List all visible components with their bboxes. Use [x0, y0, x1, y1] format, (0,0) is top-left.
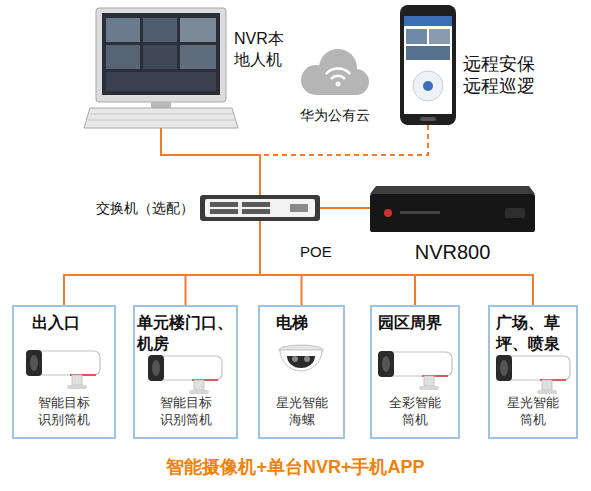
- video-pane: [143, 18, 177, 42]
- camera-model: 全彩智能 筒机: [386, 394, 444, 428]
- location-box: 出入口智能目标 识别筒机: [12, 305, 116, 439]
- dome-camera: [279, 345, 323, 371]
- phone-screen: [404, 16, 452, 114]
- camera-model: 星光智能 筒机: [504, 394, 562, 428]
- port-row: [210, 202, 238, 207]
- nvr-logo: [384, 209, 392, 217]
- camera-model: 智能目标 识别筒机: [157, 394, 215, 428]
- port-row: [242, 209, 270, 214]
- location-box: 电梯星光智能 海螺: [258, 305, 345, 439]
- bullet-camera: [496, 355, 570, 394]
- monitor-casing: [96, 8, 226, 102]
- nvr-illustration: [370, 186, 535, 232]
- location-title: 园区周界: [372, 312, 458, 333]
- monitor-illustration: [84, 8, 238, 128]
- nvr-top: [370, 186, 535, 194]
- nvr-detail: [505, 208, 525, 218]
- location-box: 单元楼门口、 机房智能目标 识别筒机: [133, 305, 238, 439]
- wifi-arc: [331, 76, 345, 79]
- switch-node: 交换机（选配）: [200, 195, 320, 221]
- nvr-node: NVR800: [370, 186, 535, 232]
- network-cable: [64, 221, 260, 305]
- app-thumb: [406, 46, 450, 60]
- phone-illustration: [400, 5, 456, 125]
- app-thumb: [406, 29, 427, 44]
- location-title: 单元楼门口、 机房: [135, 312, 236, 354]
- location-title: 出入口: [14, 312, 114, 333]
- phone-label: 远程安保 远程巡逻: [463, 53, 541, 97]
- keyboard-keys: [88, 120, 236, 121]
- bullet-camera: [26, 350, 100, 389]
- network-cable: [260, 125, 428, 195]
- monitor-stand: [151, 102, 171, 108]
- poe-label: POE: [300, 243, 332, 260]
- cloud-part: [316, 78, 358, 95]
- nvr-label: NVR800: [370, 240, 535, 264]
- video-pane: [143, 45, 177, 69]
- camera-model: 智能目标 识别筒机: [35, 394, 93, 428]
- cloud-node: 华为公有云: [300, 50, 368, 96]
- bullet-camera: [378, 351, 452, 390]
- keyboard: [84, 108, 238, 128]
- network-cable: [320, 207, 370, 209]
- port-row: [242, 202, 270, 207]
- local-monitor-node: NVR本 地人机: [96, 8, 226, 128]
- video-pane: [106, 72, 216, 91]
- video-pane: [106, 45, 140, 69]
- phone-button: [420, 117, 436, 121]
- keyboard-keys: [90, 114, 234, 115]
- network-cable: [161, 128, 260, 195]
- uplink-port: [290, 204, 308, 212]
- dome-lens: [292, 356, 298, 362]
- bullet-camera: [148, 355, 222, 394]
- switch-label: 交换机（选配）: [78, 199, 194, 217]
- location-box: 广场、草 坪、喷泉星光智能 筒机: [488, 305, 578, 439]
- ptz-control: [413, 71, 443, 101]
- ptz-center: [423, 81, 433, 91]
- cloud-illustration: [301, 49, 369, 95]
- switch-illustration: [200, 195, 320, 221]
- diagram-caption: 智能摄像机+单台NVR+手机APP: [0, 455, 591, 479]
- video-pane: [106, 18, 140, 42]
- phone-node: 远程安保 远程巡逻: [400, 5, 456, 125]
- wifi-arc: [326, 69, 350, 74]
- dome-window: [287, 356, 315, 368]
- dome-lens: [304, 356, 310, 362]
- switch-body: [200, 195, 320, 221]
- camera-model: 星光智能 海螺: [273, 394, 331, 428]
- network-cable: [260, 221, 533, 305]
- network-cable: [260, 221, 415, 305]
- nvr-detail: [400, 211, 440, 214]
- monitor-label: NVR本 地人机: [234, 28, 290, 70]
- nvr-front: [370, 194, 535, 232]
- video-pane: [180, 18, 216, 42]
- wifi-dot: [336, 82, 341, 87]
- location-box: 园区周界全彩智能 筒机: [370, 305, 460, 439]
- video-pane: [180, 45, 216, 69]
- app-bar: [404, 16, 452, 26]
- monitor-screen: [102, 13, 220, 95]
- dome-shell: [280, 350, 322, 371]
- port-row: [210, 209, 238, 214]
- app-thumb: [429, 29, 450, 44]
- cloud-label: 华为公有云: [296, 106, 374, 124]
- network-cable: [260, 221, 302, 305]
- location-title: 电梯: [260, 312, 343, 333]
- network-cable: [186, 221, 261, 305]
- location-title: 广场、草 坪、喷泉: [490, 312, 576, 354]
- phone-body: [400, 5, 456, 125]
- switch-face: [205, 199, 315, 217]
